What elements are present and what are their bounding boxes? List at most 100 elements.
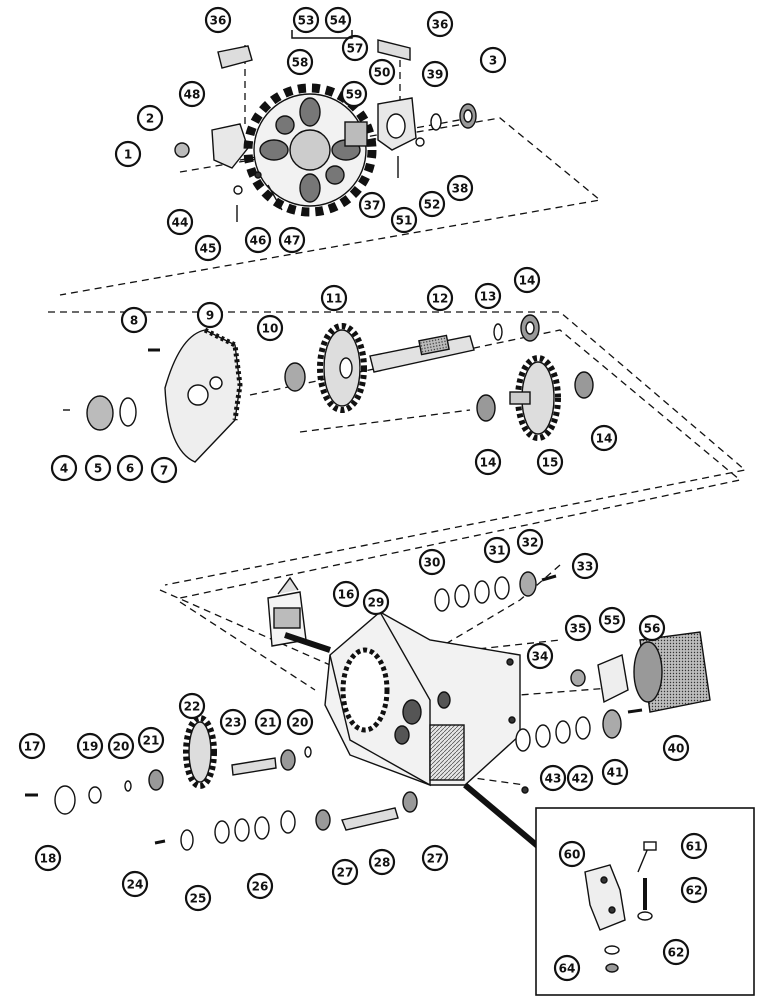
callout-circle	[341, 34, 369, 62]
bearing-27b-part	[402, 791, 418, 813]
callout-label: 2	[146, 112, 154, 126]
callout-c54: 54	[324, 6, 352, 34]
callout-label: 34	[532, 650, 549, 664]
callout-circle	[426, 284, 454, 312]
callout-label: 22	[184, 700, 201, 714]
callout-circle	[254, 708, 282, 736]
callout-label: 14	[596, 432, 613, 446]
callout-circle	[18, 732, 46, 760]
callout-c35: 35	[564, 614, 592, 642]
callout-c9: 9	[196, 301, 224, 329]
callout-c56: 56	[638, 614, 666, 642]
bearing-14b-part	[476, 394, 496, 422]
callout-label: 47	[284, 234, 301, 248]
bearing-10-part	[284, 362, 306, 392]
callout-c14c: 14	[590, 424, 618, 452]
callout-circle	[421, 844, 449, 872]
callout-circle	[513, 266, 541, 294]
callout-c15: 15	[536, 448, 564, 476]
callout-circle	[426, 10, 454, 38]
callout-circle	[516, 528, 544, 556]
callout-circle	[571, 552, 599, 580]
bearing-14c-part	[574, 371, 594, 399]
callout-circle	[150, 456, 178, 484]
callout-circle	[116, 454, 144, 482]
callout-circle	[662, 734, 690, 762]
callout-label: 64	[559, 962, 576, 976]
callout-circle	[244, 226, 272, 254]
callout-circle	[286, 48, 314, 76]
callout-circle	[418, 548, 446, 576]
callout-circle	[50, 454, 78, 482]
callout-label: 59	[346, 88, 363, 102]
callout-c1: 1	[114, 140, 142, 168]
callout-circle	[526, 642, 554, 670]
lower-assembly	[25, 571, 711, 851]
callout-label: 58	[292, 56, 309, 70]
callout-c14a: 14	[513, 266, 541, 294]
callout-c55: 55	[598, 606, 626, 634]
callout-c38: 38	[446, 174, 474, 202]
callout-c4: 4	[50, 454, 78, 482]
callout-c27b: 27	[421, 844, 449, 872]
callout-label: 14	[519, 274, 536, 288]
callout-label: 15	[542, 456, 559, 470]
callout-label: 60	[564, 848, 581, 862]
callout-circle	[332, 580, 360, 608]
callout-label: 50	[374, 66, 391, 80]
callout-label: 39	[427, 68, 444, 82]
shims-30-31-part	[434, 571, 537, 612]
callout-label: 9	[206, 309, 214, 323]
bearing-21a-part	[148, 769, 164, 791]
callout-label: 20	[292, 716, 309, 730]
middle-assembly	[63, 314, 594, 463]
strap-left-part	[217, 45, 253, 69]
callout-c44: 44	[166, 208, 194, 236]
callout-label: 32	[522, 536, 539, 550]
callout-circle	[246, 872, 274, 900]
callout-circle	[680, 832, 708, 860]
callout-circle	[196, 301, 224, 329]
callout-label: 31	[489, 544, 506, 558]
callout-label: 62	[668, 946, 685, 960]
callout-circle	[137, 726, 165, 754]
callout-c5: 5	[84, 454, 112, 482]
shaft-23-part	[231, 757, 277, 776]
callout-circle	[368, 58, 396, 86]
bracket-48-part	[211, 123, 249, 169]
callout-c24: 24	[121, 870, 149, 898]
callout-circle	[539, 764, 567, 792]
callout-label: 14	[480, 456, 497, 470]
callout-circle	[368, 848, 396, 876]
callout-c20a: 20	[107, 732, 135, 760]
gearbox-56-part	[633, 631, 711, 713]
callout-label: 6	[126, 462, 134, 476]
callout-label: 30	[424, 556, 441, 570]
callout-label: 27	[427, 852, 444, 866]
callout-circle	[320, 284, 348, 312]
callout-circle	[474, 448, 502, 476]
callout-c16: 16	[332, 580, 360, 608]
callout-label: 19	[82, 740, 99, 754]
callout-label: 28	[374, 856, 391, 870]
callout-c11: 11	[320, 284, 348, 312]
top-assembly	[174, 39, 477, 222]
callout-circle	[194, 234, 222, 262]
bearing-35-part	[570, 669, 586, 687]
gear-15-part	[509, 355, 561, 441]
callout-circle	[166, 208, 194, 236]
callout-c21a: 21	[137, 726, 165, 754]
callout-label: 3	[489, 54, 497, 68]
shaft-28-part	[341, 807, 399, 831]
callout-c61: 61	[680, 832, 708, 860]
callout-c14b: 14	[474, 448, 502, 476]
callout-circle	[286, 708, 314, 736]
bearing-27a-part	[315, 809, 331, 831]
flange-55-part	[597, 654, 629, 704]
callout-circle	[479, 46, 507, 74]
callout-c41: 41	[601, 758, 629, 786]
callout-circle	[421, 60, 449, 88]
callout-circle	[76, 732, 104, 760]
